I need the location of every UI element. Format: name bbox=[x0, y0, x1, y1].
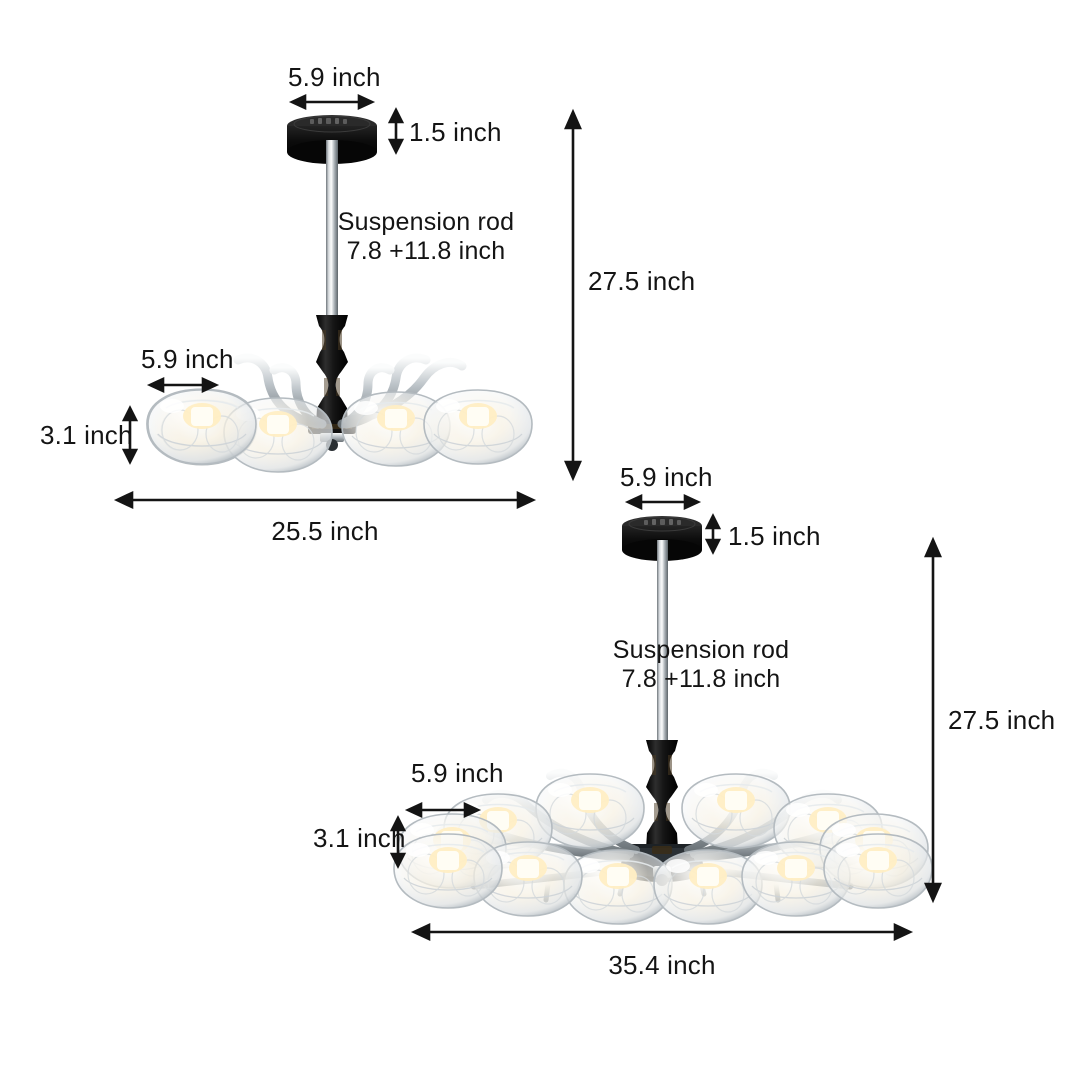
label-canopy-width-small: 5.9 inch bbox=[288, 62, 381, 92]
dimline-shade-height-small bbox=[121, 405, 139, 465]
dimension-lines bbox=[113, 93, 942, 942]
dimline-canopy-height-small bbox=[387, 107, 405, 155]
dimline-total-height-large bbox=[924, 536, 942, 904]
label-total-height-large: 27.5 inch bbox=[948, 705, 1056, 735]
chandelier-large-figure bbox=[393, 516, 933, 927]
ceiling-canopy-small bbox=[287, 115, 377, 164]
label-canopy-height-large: 1.5 inch bbox=[728, 521, 821, 551]
dimline-shade-width-large bbox=[404, 801, 482, 819]
dimline-canopy-width-small bbox=[288, 93, 376, 111]
label-total-height-small: 27.5 inch bbox=[588, 266, 696, 296]
label-canopy-width-large: 5.9 inch bbox=[620, 462, 713, 492]
center-column-large bbox=[646, 740, 678, 849]
label-rod-value-small: 7.8 +11.8 inch bbox=[346, 237, 506, 265]
suspension-rod-large bbox=[657, 540, 668, 740]
label-shade-width-small: 5.9 inch bbox=[141, 344, 234, 374]
label-shade-height-large: 3.1 inch bbox=[313, 823, 406, 853]
suspension-rod-small bbox=[326, 140, 338, 315]
dimline-total-width-small bbox=[113, 490, 537, 510]
dimline-canopy-width-large bbox=[624, 493, 702, 511]
dimline-shade-height-large bbox=[389, 815, 407, 869]
dimline-shade-width-small bbox=[146, 376, 220, 394]
label-rod-title-large: Suspension rod bbox=[612, 636, 790, 664]
label-shade-height-small: 3.1 inch bbox=[40, 420, 133, 450]
dimline-total-width-large bbox=[410, 922, 914, 942]
dimline-canopy-height-large bbox=[704, 513, 722, 555]
label-total-width-large: 35.4 inch bbox=[608, 950, 716, 980]
label-total-width-small: 25.5 inch bbox=[271, 516, 379, 546]
chandelier-small-figure bbox=[146, 115, 533, 475]
label-rod-title-small: Suspension rod bbox=[337, 208, 515, 236]
label-rod-value-large: 7.8 +11.8 inch bbox=[621, 665, 781, 693]
label-shade-width-large: 5.9 inch bbox=[411, 758, 504, 788]
label-canopy-height-small: 1.5 inch bbox=[409, 117, 502, 147]
dimline-total-height-small bbox=[564, 108, 582, 482]
